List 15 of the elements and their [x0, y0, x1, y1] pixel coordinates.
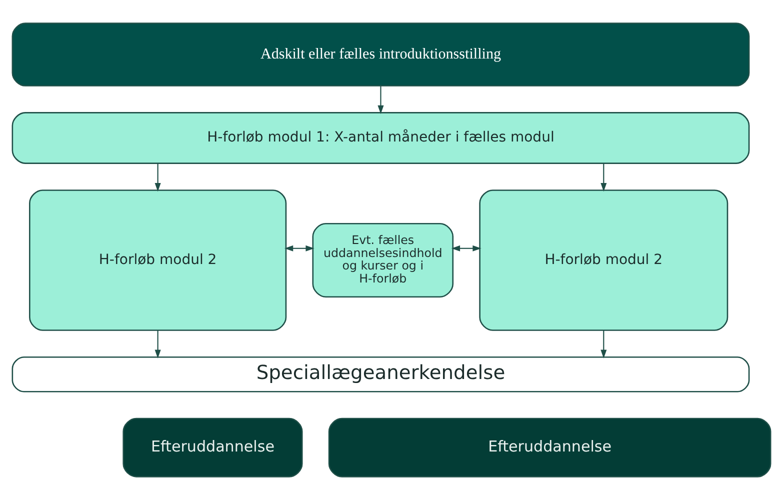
arrow	[378, 86, 384, 114]
node-box: Adskilt eller fælles introduktionsstilling	[12, 22, 750, 86]
arrow	[154, 162, 161, 192]
node-box: Efteruddannelse	[328, 417, 772, 477]
node-box: Speciallægeanerkendelse	[12, 356, 750, 392]
arrow	[600, 162, 607, 192]
arrow	[451, 244, 482, 251]
arrow	[284, 244, 314, 251]
arrow	[154, 330, 161, 358]
node-box: Evt. fælles uddannelsesindhold og kurser og i H-forløb	[312, 222, 454, 297]
node-box: H-forløb modul 2	[29, 189, 287, 330]
node-box: Efteruddannelse	[122, 417, 303, 477]
node-box: H-forløb modul 2	[479, 189, 728, 330]
node-box: H-forløb modul 1: X-antal måneder i fælles modul	[12, 112, 750, 164]
arrow	[600, 330, 607, 358]
